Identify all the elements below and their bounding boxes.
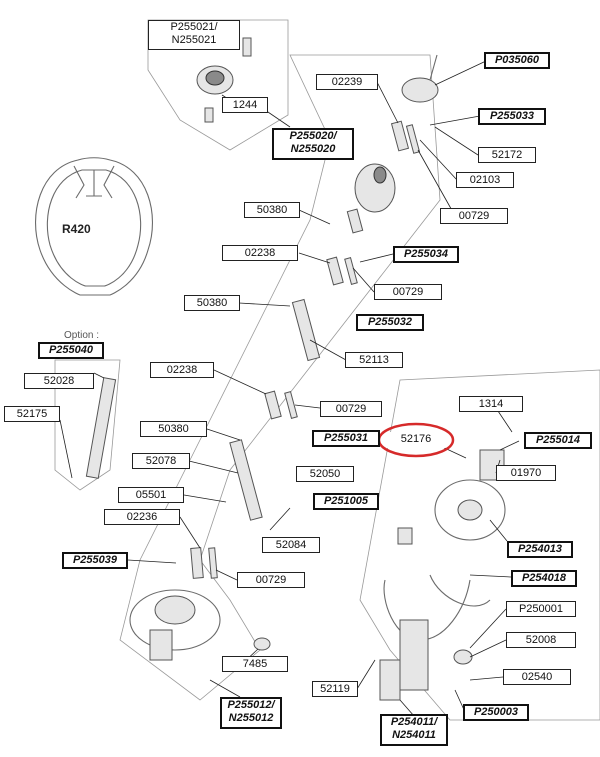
part-label-1314: 1314 bbox=[459, 396, 523, 412]
part-label-p255034: P255034 bbox=[393, 246, 459, 263]
leader-lines bbox=[59, 60, 520, 717]
part-label-p250001: P250001 bbox=[506, 601, 576, 617]
part-label-p255032: P255032 bbox=[356, 314, 424, 331]
part-label-p255020: P255020/ N255020 bbox=[272, 128, 354, 160]
part-label-52176: 52176 bbox=[387, 432, 445, 448]
part-label-7485: 7485 bbox=[222, 656, 288, 672]
part-label-p255033: P255033 bbox=[478, 108, 546, 125]
part-label-02239: 02239 bbox=[316, 74, 378, 90]
part-label-1244: 1244 bbox=[222, 97, 268, 113]
part-label-p255012: P255012/ N255012 bbox=[220, 697, 282, 729]
part-label-50380-c: 50380 bbox=[140, 421, 207, 437]
right-assembly-drawing bbox=[253, 369, 600, 721]
part-label-00729-c: 00729 bbox=[320, 401, 382, 417]
part-label-p254018: P254018 bbox=[511, 570, 577, 587]
part-label-52050: 52050 bbox=[296, 466, 354, 482]
part-label-02236: 02236 bbox=[104, 509, 180, 525]
part-label-52084: 52084 bbox=[262, 537, 320, 553]
part-label-p251005: P251005 bbox=[313, 493, 379, 510]
part-label-02103: 02103 bbox=[456, 172, 514, 188]
part-label-00729-d: 00729 bbox=[237, 572, 305, 588]
part-label-p035060: P035060 bbox=[484, 52, 550, 69]
r420-profile-drawing bbox=[34, 157, 154, 296]
part-label-02540: 02540 bbox=[503, 669, 571, 685]
central-column-drawing bbox=[119, 54, 441, 701]
part-label-p255031: P255031 bbox=[312, 430, 380, 447]
part-label-05501: 05501 bbox=[118, 487, 184, 503]
part-label-52028: 52028 bbox=[24, 373, 94, 389]
part-label-p254013: P254013 bbox=[507, 541, 573, 558]
option-label: Option : bbox=[64, 330, 100, 341]
part-label-50380-a: 50380 bbox=[244, 202, 300, 218]
part-label-02238-a: 02238 bbox=[222, 245, 298, 261]
part-label-52113: 52113 bbox=[345, 352, 403, 368]
part-label-52172: 52172 bbox=[478, 147, 536, 163]
part-label-52175: 52175 bbox=[4, 406, 60, 422]
profile-label: R420 bbox=[62, 222, 91, 236]
part-label-p255040: P255040 bbox=[38, 342, 104, 359]
part-label-52008: 52008 bbox=[506, 632, 576, 648]
part-label-p255039: P255039 bbox=[62, 552, 128, 569]
part-label-01970: 01970 bbox=[496, 465, 556, 481]
part-label-p250003: P250003 bbox=[463, 704, 529, 721]
part-label-p255021: P255021/ N255021 bbox=[148, 20, 240, 50]
part-label-52078: 52078 bbox=[132, 453, 190, 469]
part-label-00729-a: 00729 bbox=[440, 208, 508, 224]
part-label-p255014: P255014 bbox=[524, 432, 592, 449]
part-label-50380-b: 50380 bbox=[184, 295, 240, 311]
part-label-p254011: P254011/ N254011 bbox=[380, 714, 448, 746]
part-label-52119: 52119 bbox=[312, 681, 358, 697]
part-label-02238-b: 02238 bbox=[150, 362, 214, 378]
part-label-00729-b: 00729 bbox=[374, 284, 442, 300]
option-tube-drawing bbox=[54, 359, 121, 491]
joint-inset-drawing bbox=[147, 19, 289, 151]
